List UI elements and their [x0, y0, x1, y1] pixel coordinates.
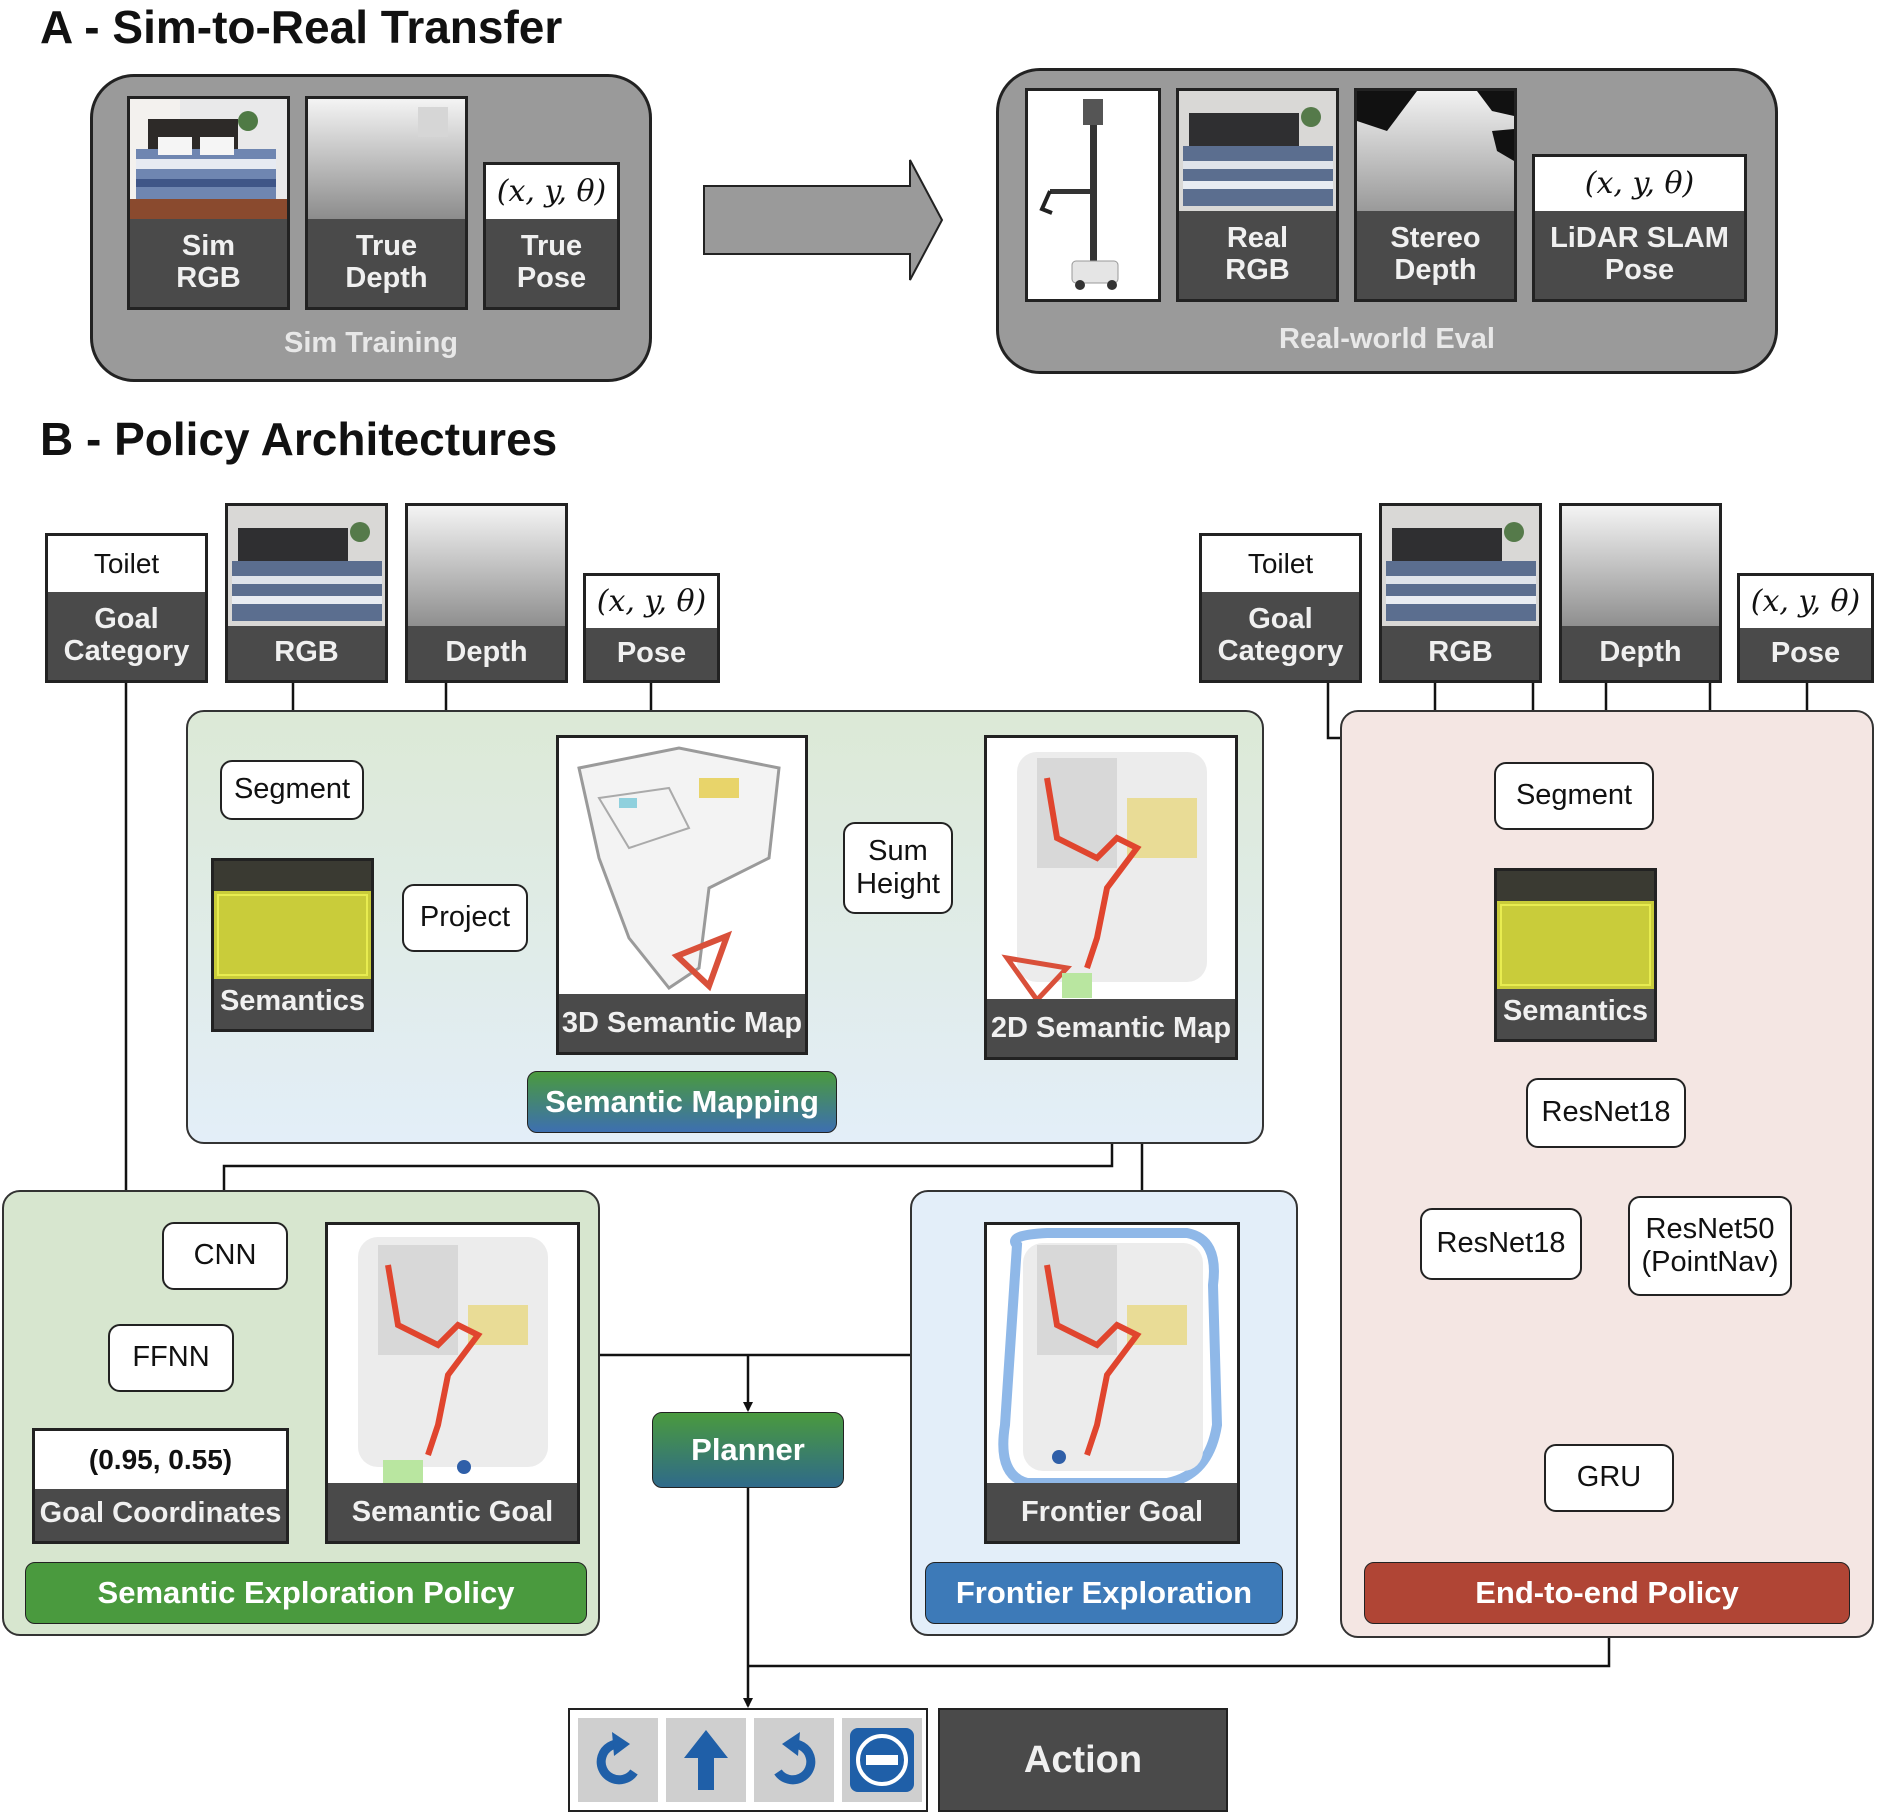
stereo-depth-label: Stereo Depth	[1390, 222, 1481, 286]
rotate-right-icon	[754, 1718, 834, 1802]
frontier-goal-tile: Frontier Goal	[984, 1222, 1240, 1544]
stereo-depth-tile: Stereo Depth	[1354, 88, 1517, 302]
pose-input-tile-right: (x, y, θ) Pose	[1737, 573, 1874, 683]
depth-input-image	[408, 506, 565, 626]
frontier-goal-label: Frontier Goal	[987, 1483, 1237, 1541]
depth-image	[308, 99, 465, 219]
sim-rgb-label: Sim RGB	[176, 230, 241, 294]
semantics-image-right	[1497, 871, 1654, 989]
depth-input-tile-right: Depth	[1559, 503, 1722, 683]
pose-math: (x, y, θ)	[586, 576, 717, 628]
semantic-mapping-banner: Semantic Mapping	[527, 1071, 837, 1133]
sim-to-real-arrow	[703, 159, 944, 281]
depth-label: Depth	[445, 636, 528, 669]
semantics-tile-right: Semantics	[1494, 868, 1657, 1042]
real-bedroom-image	[1179, 91, 1336, 211]
map2d-image	[1001, 752, 1207, 1004]
semantics-image	[214, 861, 371, 979]
semantic-goal-label: Semantic Goal	[328, 1483, 577, 1541]
rgb-image-right	[1382, 506, 1539, 626]
map3d-image	[577, 746, 781, 992]
semantic-goal-tile: Semantic Goal	[325, 1222, 580, 1544]
semantic-exploration-banner: Semantic Exploration Policy	[25, 1562, 587, 1624]
sim-training-caption: Sim Training	[283, 327, 459, 359]
pose-math-right: (x, y, θ)	[1740, 576, 1871, 628]
map3d-tile: 3D Semantic Map	[556, 735, 808, 1055]
segment-node: Segment	[220, 760, 364, 820]
true-depth-tile: True Depth	[305, 96, 468, 310]
map2d-label: 2D Semantic Map	[987, 999, 1235, 1057]
lidar-pose-tile: (x, y, θ) LiDAR SLAM Pose	[1532, 154, 1747, 302]
goal-coordinates-value: (0.95, 0.55)	[35, 1431, 286, 1489]
depth-image-right	[1562, 506, 1719, 626]
stereo-depth-image	[1357, 91, 1514, 211]
rgb-input-tile: RGB	[225, 503, 388, 683]
goal-coordinates-tile: (0.95, 0.55) Goal Coordinates	[32, 1428, 289, 1544]
real-rgb-label: Real RGB	[1225, 222, 1290, 286]
robot-image	[1025, 88, 1161, 302]
rgb-label-right: RGB	[1428, 636, 1493, 669]
real-rgb-tile: Real RGB	[1176, 88, 1339, 302]
action-icons-bar	[568, 1708, 928, 1812]
resnet18-semantics-node: ResNet18	[1526, 1078, 1686, 1148]
lidar-pose-math: (x, y, θ)	[1535, 157, 1744, 211]
sum-height-node: Sum Height	[843, 822, 953, 914]
semantics-tile: Semantics	[211, 858, 374, 1032]
pose-label: Pose	[616, 637, 687, 670]
resnet50-node: ResNet50 (PointNav)	[1628, 1196, 1792, 1296]
gru-node: GRU	[1544, 1444, 1674, 1512]
pose-input-tile: (x, y, θ) Pose	[583, 573, 720, 683]
rotate-left-icon	[578, 1718, 658, 1802]
planner-node: Planner	[652, 1412, 844, 1488]
segment-node-right: Segment	[1494, 762, 1654, 830]
rgb-label: RGB	[274, 636, 339, 669]
section-a-title: A - Sim-to-Real Transfer	[40, 1, 563, 53]
goal-category-label: Goal Category	[63, 603, 190, 667]
goal-toilet-text: Toilet	[48, 536, 205, 592]
move-forward-icon	[666, 1718, 746, 1802]
stretch-robot-icon	[1039, 99, 1119, 290]
true-pose-math: (x, y, θ)	[486, 165, 617, 219]
map3d-label: 3D Semantic Map	[559, 994, 805, 1052]
semantics-label-right: Semantics	[1502, 995, 1649, 1028]
lidar-pose-label: LiDAR SLAM Pose	[1550, 222, 1729, 286]
cnn-node: CNN	[162, 1222, 288, 1290]
true-depth-label: True Depth	[345, 230, 428, 294]
semantics-label: Semantics	[219, 985, 366, 1018]
rgb-image	[228, 506, 385, 626]
frontier-exploration-banner: Frontier Exploration	[925, 1562, 1283, 1624]
depth-label-right: Depth	[1599, 636, 1682, 669]
depth-input-tile: Depth	[405, 503, 568, 683]
resnet18-rgb-node: ResNet18	[1420, 1208, 1582, 1280]
true-pose-label: True Pose	[516, 230, 587, 294]
goal-coordinates-label: Goal Coordinates	[39, 1497, 282, 1530]
stop-icon	[842, 1718, 922, 1802]
goal-category-label-right: Goal Category	[1217, 603, 1344, 667]
sim-rgb-tile: Sim RGB	[127, 96, 290, 310]
bedroom-image	[130, 99, 287, 219]
pose-label-right: Pose	[1770, 637, 1841, 670]
map2d-tile: 2D Semantic Map	[984, 735, 1238, 1060]
project-node: Project	[402, 884, 528, 952]
action-label: Action	[938, 1708, 1228, 1812]
goal-toilet-text-right: Toilet	[1202, 536, 1359, 592]
goal-category-tile-right: Toilet Goal Category	[1199, 533, 1362, 683]
goal-category-tile: Toilet Goal Category	[45, 533, 208, 683]
frontier-goal-image	[998, 1228, 1223, 1488]
ffnn-node: FFNN	[108, 1324, 234, 1392]
section-b-title: B - Policy Architectures	[40, 413, 558, 465]
end-to-end-banner: End-to-end Policy	[1364, 1562, 1850, 1624]
true-pose-tile: (x, y, θ) True Pose	[483, 162, 620, 310]
semantic-goal-image	[358, 1237, 548, 1484]
real-world-caption: Real-world Eval	[1279, 323, 1495, 355]
rgb-input-tile-right: RGB	[1379, 503, 1542, 683]
